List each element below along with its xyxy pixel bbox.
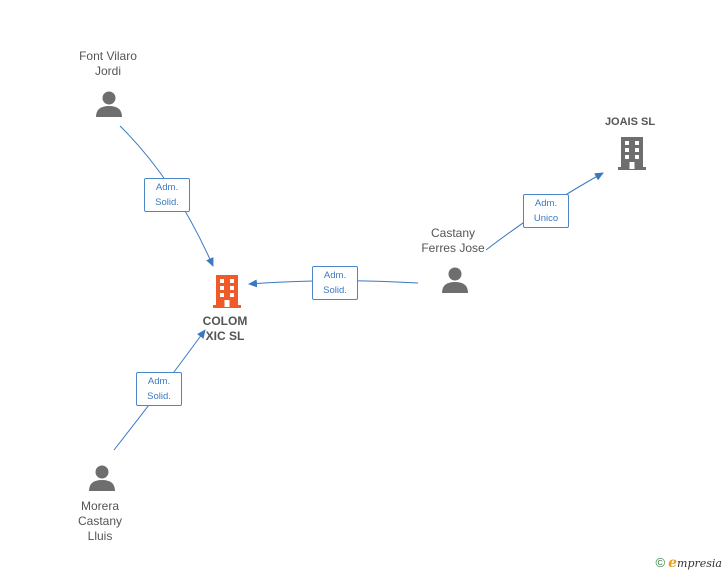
node-label-line: JOAIS SL: [604, 116, 656, 128]
node-label-line: Morera: [80, 499, 119, 513]
copyright-symbol: ©: [655, 555, 666, 570]
node-label-colom: COLOM XIC SL: [180, 314, 270, 344]
node-label-joais: JOAIS SL: [585, 115, 675, 130]
edge-label-castany-to-colom[interactable]: Adm. Solid.: [312, 266, 358, 300]
edge-label-line: Adm.: [155, 182, 179, 193]
edge-label-line: Solid.: [323, 285, 347, 296]
node-label-line: XIC SL: [205, 329, 245, 343]
empresia-logo: empresia: [668, 555, 722, 571]
edge-label-font-to-colom[interactable]: Adm. Solid.: [144, 178, 190, 212]
logo-initial: e: [668, 555, 678, 571]
edge-label-line: Unico: [533, 213, 559, 224]
edge-label-line: Solid.: [147, 391, 171, 402]
edge-label-line: Adm.: [323, 270, 347, 281]
node-label-line: Jordi: [94, 64, 121, 78]
edge-label-line: Adm.: [147, 376, 171, 387]
person-icon[interactable]: [94, 89, 124, 119]
node-label-line: Castany: [77, 514, 123, 528]
node-label-font-vilaro: Font Vilaro Jordi: [58, 49, 158, 79]
node-label-castany: Castany Ferres Jose: [403, 226, 503, 256]
main-company-building-icon[interactable]: [211, 274, 243, 308]
person-icon[interactable]: [440, 265, 470, 295]
edge-label-line: Adm.: [534, 198, 558, 209]
edge-label-line: Solid.: [155, 197, 179, 208]
logo-text: mpresia: [677, 557, 722, 570]
node-label-morera: Morera Castany Lluis: [50, 499, 150, 544]
edge-label-castany-to-joais[interactable]: Adm. Unico: [523, 194, 569, 228]
empresia-watermark: © empresia: [655, 555, 722, 571]
node-label-line: Ferres Jose: [421, 241, 485, 255]
person-icon[interactable]: [87, 463, 117, 493]
node-label-line: Font Vilaro: [79, 49, 137, 63]
node-label-line: COLOM: [202, 314, 248, 328]
edge-label-morera-to-colom[interactable]: Adm. Solid.: [136, 372, 182, 406]
node-label-line: Lluis: [87, 529, 113, 543]
building-icon[interactable]: [616, 136, 648, 170]
node-label-line: Castany: [430, 226, 476, 240]
